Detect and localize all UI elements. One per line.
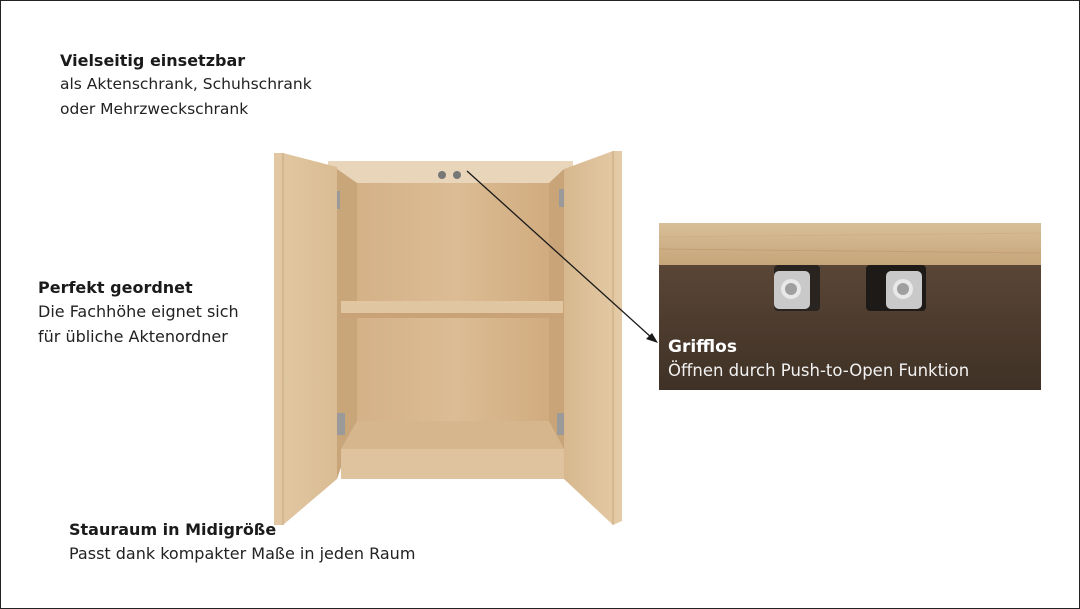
left-door — [274, 153, 337, 525]
push-latch-icon — [453, 171, 461, 179]
feature-description: Passt dank kompakter Maße in jeden Raum — [69, 544, 416, 563]
cabinet-back-panel — [347, 173, 563, 423]
pointer-arrow — [466, 170, 658, 343]
feature-title: Stauraum in Midigröße — [69, 520, 277, 539]
cabinet-shelf-edge — [341, 313, 563, 318]
push-latch-icon — [774, 265, 820, 311]
right-door — [564, 151, 622, 525]
feature-versatile: Vielseitig einsetzbar als Aktenschrank, … — [60, 50, 312, 122]
push-latch-icon — [866, 265, 926, 311]
push-to-open-detail-photo — [658, 223, 1042, 390]
hinge-icon — [337, 413, 345, 435]
cabinet-right-wall — [549, 169, 564, 479]
hinge-icon — [557, 413, 565, 435]
detail-caption: Grifflos Öffnen durch Push-to-Open Funkt… — [668, 335, 969, 383]
feature-description: Die Fachhöhe eignet sich — [38, 302, 239, 321]
detail-title: Grifflos — [668, 337, 737, 357]
cabinet-bottom — [341, 421, 564, 449]
push-latch-icon — [438, 171, 446, 179]
cabinet-top-panel — [328, 161, 573, 183]
feature-title: Perfekt geordnet — [38, 278, 193, 297]
feature-organized: Perfekt geordnet Die Fachhöhe eignet sic… — [38, 277, 239, 349]
cabinet-bottom-front — [341, 449, 564, 479]
feature-title: Vielseitig einsetzbar — [60, 51, 246, 70]
feature-description: für übliche Aktenordner — [38, 327, 228, 346]
feature-description: als Aktenschrank, Schuhschrank — [60, 75, 312, 93]
cabinet-left-wall — [337, 169, 357, 479]
hinge-icon — [559, 189, 567, 207]
feature-description: oder Mehrzweckschrank — [60, 100, 249, 118]
detail-description: Öffnen durch Push-to-Open Funktion — [668, 361, 970, 380]
cabinet — [274, 151, 622, 525]
feature-storage: Stauraum in Midigröße Passt dank kompakt… — [69, 519, 415, 566]
